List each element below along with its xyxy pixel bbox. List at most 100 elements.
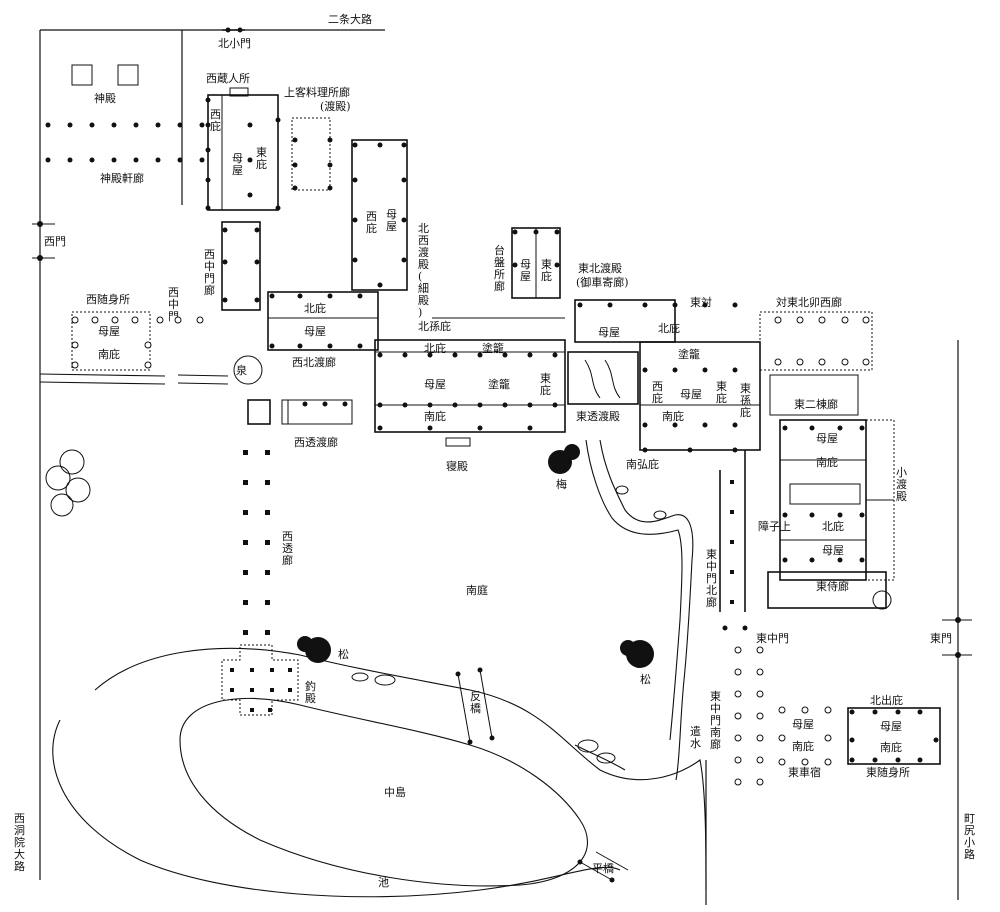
west-middle-gate-corridor-label: 西 中 門 廊 [204, 248, 219, 297]
char: 台 [494, 243, 505, 257]
east-middle-gate-label: 東中門 [756, 632, 789, 645]
island-label: 中島 [384, 785, 406, 799]
north-west-watadono-label: 北 西 渡 殿 ( 細 殿 ) [418, 222, 433, 319]
nw-omoya-label: 母 屋 [386, 208, 401, 233]
char: 反 [470, 690, 481, 703]
daibandokoro-corridor [511, 227, 561, 299]
char: 廊 [282, 553, 293, 567]
char: 庇 [652, 391, 663, 405]
shinden-north-hisashi: 北庇 [424, 341, 446, 355]
west-road-char: 西 [14, 812, 25, 825]
ko-watadono-label: 小 渡 殿 [896, 466, 911, 503]
east-tai-north-hisashi: 北庇 [658, 321, 680, 335]
west-sukiwatadono [247, 399, 353, 425]
west-wing-omoya: 母屋 [304, 325, 326, 338]
pine-tree-icon [297, 636, 331, 663]
west-road-char: 路 [14, 860, 25, 873]
daibandokoro-label: 台 盤 所 廊 [494, 243, 509, 293]
daiban-east-hisashi-label: 東 庇 [541, 258, 556, 283]
east-tai-omoya-north: 母屋 [598, 326, 620, 339]
east-second-omoya-1: 母屋 [816, 432, 838, 445]
east-middle-gate-north-corridor-label: 東 中 門 北 廊 [706, 548, 721, 609]
east-tai-west-hisashi: 西 庇 [652, 380, 667, 405]
shrine-label: 神殿 [94, 91, 116, 105]
sorihashi-bridge [455, 667, 495, 745]
char: 中 [710, 702, 721, 715]
west-attendants-building [71, 311, 204, 371]
char: 東 [716, 380, 727, 393]
west-sukiwatadono-label: 西透渡廊 [294, 435, 338, 449]
char: 庇 [366, 221, 377, 235]
matsu-label-1: 松 [338, 647, 349, 661]
east-tai-north-corridor [759, 311, 873, 371]
east-tai-south-hisashi: 南庇 [662, 409, 684, 423]
char: 北 [706, 584, 717, 597]
east-road-char: 町 [964, 812, 975, 825]
west-channel [39, 355, 263, 385]
char: 中 [706, 560, 717, 573]
west-attendants-south-hisashi: 南庇 [98, 347, 120, 361]
char: 廊 [494, 279, 505, 293]
char: 母 [232, 152, 243, 165]
char: ) [418, 306, 422, 319]
char: 庇 [716, 391, 727, 405]
char: 庇 [540, 383, 551, 397]
stream [574, 439, 694, 781]
char: 孫 [740, 394, 751, 407]
west-road-char: 洞 [14, 824, 25, 837]
east-attendants-south-hisashi: 南庇 [880, 740, 902, 754]
char: 盤 [494, 256, 505, 269]
east-sukiwatadono-label: 東透渡殿 [576, 409, 620, 423]
west-hisashi-label-1: 西 庇 [210, 108, 225, 133]
char: 屋 [386, 220, 397, 233]
east-second-omoya-2: 母屋 [822, 544, 844, 557]
north-road-label: 二条大路 [328, 12, 372, 26]
watadono-paren-label: (渡殿) [320, 99, 351, 113]
char: 殿 [305, 692, 316, 705]
char: 屋 [232, 164, 243, 177]
shinden-label: 寝殿 [446, 459, 468, 473]
east-middle-gate-south-corridor-label: 東 中 門 南 廊 [710, 690, 725, 751]
east-samurai-corridor-label: 東侍廊 [816, 579, 849, 593]
hirabashi-bridge [577, 851, 629, 883]
east-samurai-corridor [767, 571, 892, 610]
char: 殿 [896, 490, 907, 503]
char: 門 [168, 310, 179, 323]
char: 東 [710, 690, 721, 703]
char: 庇 [541, 269, 552, 283]
plum-tree-icon [548, 444, 580, 474]
char: 廊 [710, 737, 721, 751]
char: 庇 [210, 119, 221, 133]
char: 中 [168, 298, 179, 311]
north-ide-hisashi-label: 北出庇 [870, 693, 903, 707]
west-attendants-label: 西随身所 [86, 292, 130, 306]
pond-label: 池 [378, 876, 389, 889]
tree-cluster-icon [45, 449, 91, 517]
west-road-label: 西 洞 院 大 路 [14, 812, 29, 873]
tsuridono-label: 釣 殿 [305, 679, 320, 705]
char: 遣 [690, 724, 701, 738]
char: 釣 [305, 679, 316, 693]
char: 西 [366, 210, 377, 223]
char: 小 [896, 466, 907, 479]
east-middle-gate-south-corridor [734, 646, 764, 786]
east-hisashi-label-1: 東 庇 [256, 146, 271, 171]
east-mago-hisashi-label: 東 孫 庇 [740, 382, 755, 419]
east-north-watadono-label: 東北渡殿 [578, 261, 622, 275]
shinden-omoya: 母屋 [424, 378, 446, 391]
garden-stones [351, 485, 667, 764]
east-middle-gate [722, 625, 748, 631]
east-carriage-south-hisashi: 南庇 [792, 739, 814, 753]
west-wing-north-hisashi: 北庇 [304, 301, 326, 315]
east-second-south-hisashi: 南庇 [816, 455, 838, 469]
char: 透 [282, 542, 293, 555]
east-carriage-label: 東車宿 [788, 765, 821, 779]
char: 南 [710, 726, 721, 739]
ume-label: 梅 [556, 477, 567, 491]
pond [52, 647, 707, 898]
east-carriage-house [778, 706, 832, 766]
shoji-ue-label: 障子上 [758, 519, 791, 533]
char: 東 [740, 382, 751, 395]
char: 西 [210, 108, 221, 121]
east-attendants-label: 東随身所 [866, 765, 910, 779]
